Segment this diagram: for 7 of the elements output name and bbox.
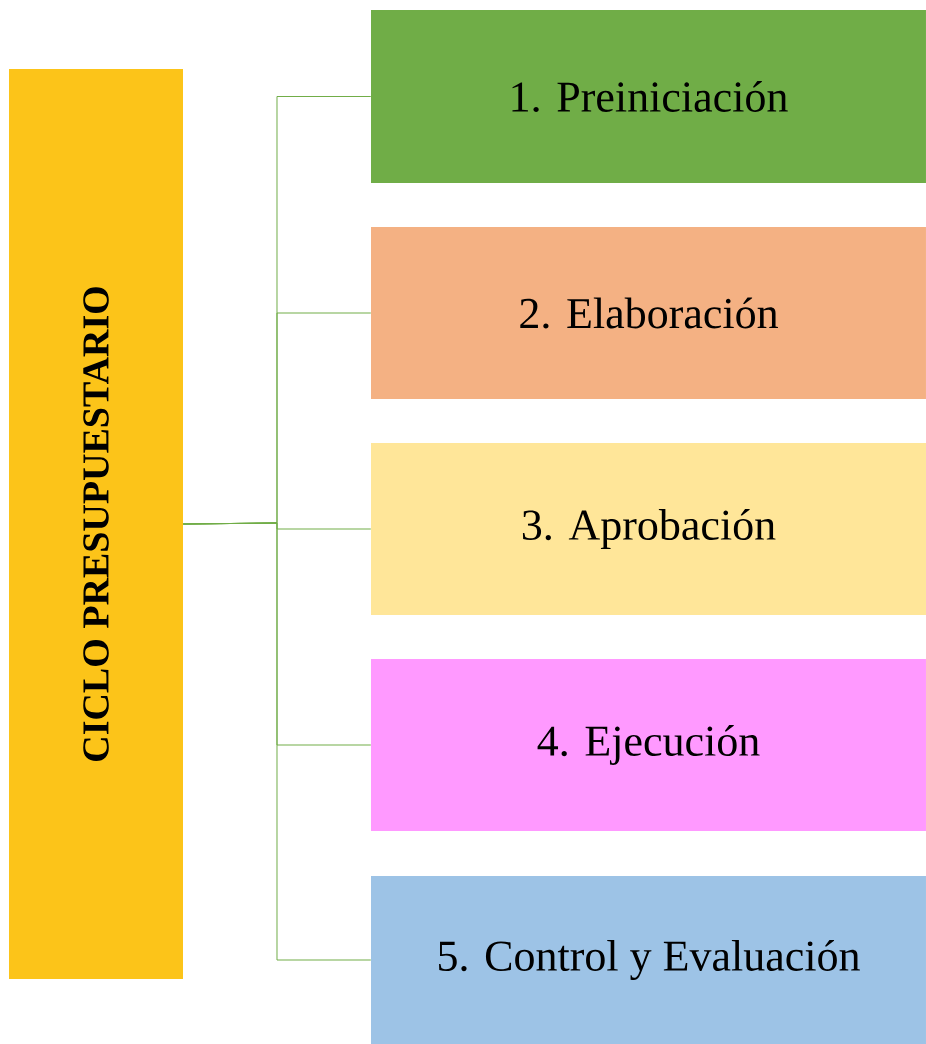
stage-box: 1. Preiniciación bbox=[371, 10, 926, 183]
connector-line bbox=[182, 522, 372, 961]
stage-box: 5. Control y Evaluación bbox=[371, 876, 926, 1044]
stage-box: 4. Ejecución bbox=[371, 659, 926, 831]
stage-box: 3. Aprobación bbox=[371, 443, 926, 615]
stage-box: 2. Elaboración bbox=[371, 227, 926, 399]
title-bar: CICLO PRESUPUESTARIO bbox=[9, 69, 183, 979]
